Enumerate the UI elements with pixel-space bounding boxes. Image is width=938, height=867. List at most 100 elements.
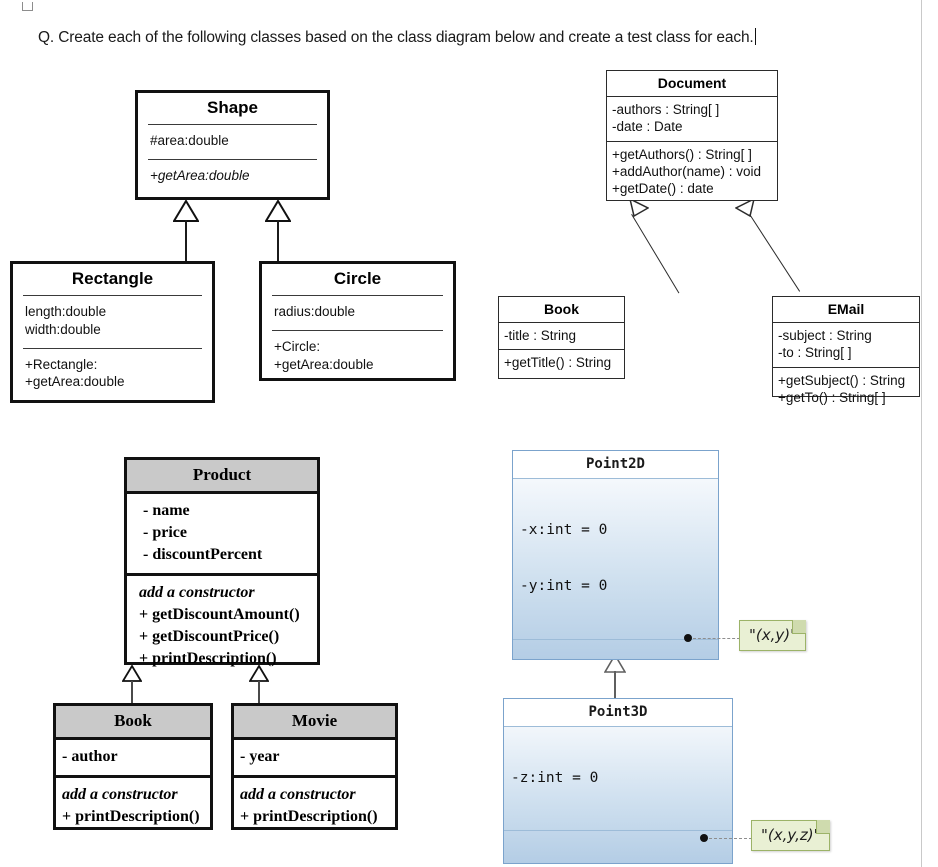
attributes-compartment-point2d: -x:int = 0 -y:int = 0 bbox=[513, 479, 718, 640]
attributes-compartment-book-document: -title : String bbox=[499, 323, 624, 351]
generalization-line-circle-to-shape bbox=[277, 220, 279, 263]
class-box-book-document[interactable]: Book -title : String +getTitle() : Strin… bbox=[498, 296, 625, 379]
class-name-circle: Circle bbox=[333, 269, 382, 288]
generalization-line-email-to-document bbox=[748, 214, 801, 292]
operations-compartment-product: add a constructor + getDiscountAmount() … bbox=[127, 576, 317, 677]
class-name-document: Document bbox=[607, 71, 777, 97]
generalization-arrow-book-to-document bbox=[628, 198, 649, 217]
class-name-book-document: Book bbox=[499, 297, 624, 323]
operation: +Circle: bbox=[274, 338, 321, 354]
separator bbox=[23, 347, 202, 349]
class-box-email[interactable]: EMail -subject : String -to : String[ ] … bbox=[772, 296, 920, 405]
operation: add a constructor bbox=[139, 584, 255, 602]
attributes-compartment-circle: radius:double bbox=[262, 296, 453, 330]
note-anchor-dot-point2d bbox=[684, 634, 692, 642]
operation: + printDescription() bbox=[240, 808, 378, 826]
operation: +getTo() : String[ ] bbox=[778, 389, 886, 405]
operation: +getArea:double bbox=[150, 167, 250, 183]
attributes-compartment-shape: #area:double bbox=[138, 125, 327, 159]
separator bbox=[148, 124, 317, 125]
separator bbox=[272, 295, 443, 296]
class-name-book-product: Book bbox=[56, 706, 210, 740]
operations-compartment-point2d: +Point2D() +Point2D(x:int, y:int) +getX(… bbox=[513, 640, 718, 659]
attribute: - discountPercent bbox=[143, 546, 263, 564]
class-box-document[interactable]: Document -authors : String[ ] -date : Da… bbox=[606, 70, 778, 201]
attribute: - author bbox=[62, 748, 118, 765]
attribute: - year bbox=[240, 748, 280, 765]
attribute: length:double bbox=[25, 304, 107, 319]
operation: + printDescription() bbox=[62, 808, 200, 826]
text-caret bbox=[754, 28, 756, 45]
class-name-point2d: Point2D bbox=[513, 451, 718, 479]
operations-compartment-shape: +getArea:double bbox=[138, 160, 327, 194]
operation: +getAuthors() : String[ ] bbox=[612, 146, 752, 162]
operation: +addAuthor(name) : void bbox=[612, 163, 761, 179]
attribute: -x:int = 0 bbox=[520, 521, 608, 538]
page-corner-mark bbox=[22, 2, 33, 11]
generalization-arrow-rectangle-to-shape bbox=[173, 200, 199, 222]
operation: +Rectangle: bbox=[25, 356, 98, 372]
class-box-shape[interactable]: Shape #area:double +getArea:double bbox=[135, 90, 330, 200]
separator bbox=[148, 158, 317, 160]
class-box-rectangle[interactable]: Rectangle length:double width:double +Re… bbox=[10, 261, 215, 403]
attributes-compartment-point3d: -z:int = 0 bbox=[504, 727, 732, 832]
operations-compartment-document: +getAuthors() : String[ ] +addAuthor(nam… bbox=[607, 142, 777, 203]
operations-compartment-circle: +Circle: +getArea:double bbox=[262, 331, 453, 383]
class-box-book-product[interactable]: Book - author add a constructor + printD… bbox=[53, 703, 213, 830]
attributes-compartment-product: - name - price - discountPercent bbox=[127, 494, 317, 577]
operations-compartment-email: +getSubject() : String +getTo() : String… bbox=[773, 368, 919, 412]
class-name-product: Product bbox=[127, 460, 317, 494]
note-link-point3d bbox=[709, 838, 752, 839]
page-right-edge bbox=[921, 0, 922, 867]
operation: +getDate() : date bbox=[612, 181, 714, 197]
note-text: "(x,y,z)" bbox=[761, 826, 821, 844]
question-prompt: Q. Create each of the following classes … bbox=[38, 28, 756, 47]
class-box-product[interactable]: Product - name - price - discountPercent… bbox=[124, 457, 320, 667]
note-point3d-tostring: "(x,y,z)" bbox=[751, 820, 830, 851]
attribute: -authors : String[ ] bbox=[612, 102, 720, 117]
note-text: "(x,y)" bbox=[749, 626, 798, 644]
note-fold-corner bbox=[792, 620, 807, 634]
operation: add a constructor bbox=[240, 786, 356, 804]
operation: add a constructor bbox=[62, 786, 178, 804]
operation: +getArea:double bbox=[274, 356, 374, 372]
class-box-circle[interactable]: Circle radius:double +Circle: +getArea:d… bbox=[259, 261, 456, 381]
attribute: - price bbox=[143, 524, 187, 542]
generalization-line-point3d-to-point2d bbox=[614, 671, 616, 699]
attribute: #area:double bbox=[150, 133, 229, 148]
operation: +getTitle() : String bbox=[504, 355, 612, 371]
operation: + printDescription() bbox=[139, 650, 277, 668]
operation: + getDiscountAmount() bbox=[139, 606, 300, 624]
class-box-point2d[interactable]: Point2D -x:int = 0 -y:int = 0 +Point2D()… bbox=[512, 450, 719, 660]
attribute: -to : String[ ] bbox=[778, 345, 852, 361]
operations-compartment-movie: add a constructor + printDescription() bbox=[234, 778, 395, 835]
note-link-point2d bbox=[693, 638, 740, 639]
separator bbox=[272, 329, 443, 331]
generalization-line-movie-to-product bbox=[258, 681, 260, 705]
operations-compartment-book-product: add a constructor + printDescription() bbox=[56, 778, 210, 835]
attributes-compartment-rectangle: length:double width:double bbox=[13, 296, 212, 348]
class-name-point3d: Point3D bbox=[504, 699, 732, 727]
operations-compartment-rectangle: +Rectangle: +getArea:double bbox=[13, 349, 212, 401]
separator bbox=[23, 295, 202, 296]
operation: + getDiscountPrice() bbox=[139, 628, 280, 646]
attribute: -title : String bbox=[504, 328, 577, 343]
attribute: -z:int = 0 bbox=[511, 769, 599, 786]
class-name-movie: Movie bbox=[234, 706, 395, 740]
generalization-arrow-circle-to-shape bbox=[265, 200, 291, 222]
class-name-shape: Shape bbox=[206, 98, 259, 117]
operation: +getSubject() : String bbox=[778, 372, 906, 388]
attribute: -subject : String bbox=[778, 328, 872, 343]
attribute: -y:int = 0 bbox=[520, 578, 608, 595]
class-name-rectangle: Rectangle bbox=[71, 269, 154, 288]
class-box-movie[interactable]: Movie - year add a constructor + printDe… bbox=[231, 703, 398, 830]
class-name-email: EMail bbox=[773, 297, 919, 323]
operation: +getArea:double bbox=[25, 374, 125, 390]
attribute: - name bbox=[143, 502, 190, 519]
attributes-compartment-book-product: - author bbox=[56, 740, 210, 779]
attribute: radius:double bbox=[274, 304, 356, 319]
attributes-compartment-document: -authors : String[ ] -date : Date bbox=[607, 97, 777, 142]
class-box-point3d[interactable]: Point3D -z:int = 0 +Point3D() +Point3D(x… bbox=[503, 698, 733, 864]
attribute: width:double bbox=[25, 321, 101, 337]
